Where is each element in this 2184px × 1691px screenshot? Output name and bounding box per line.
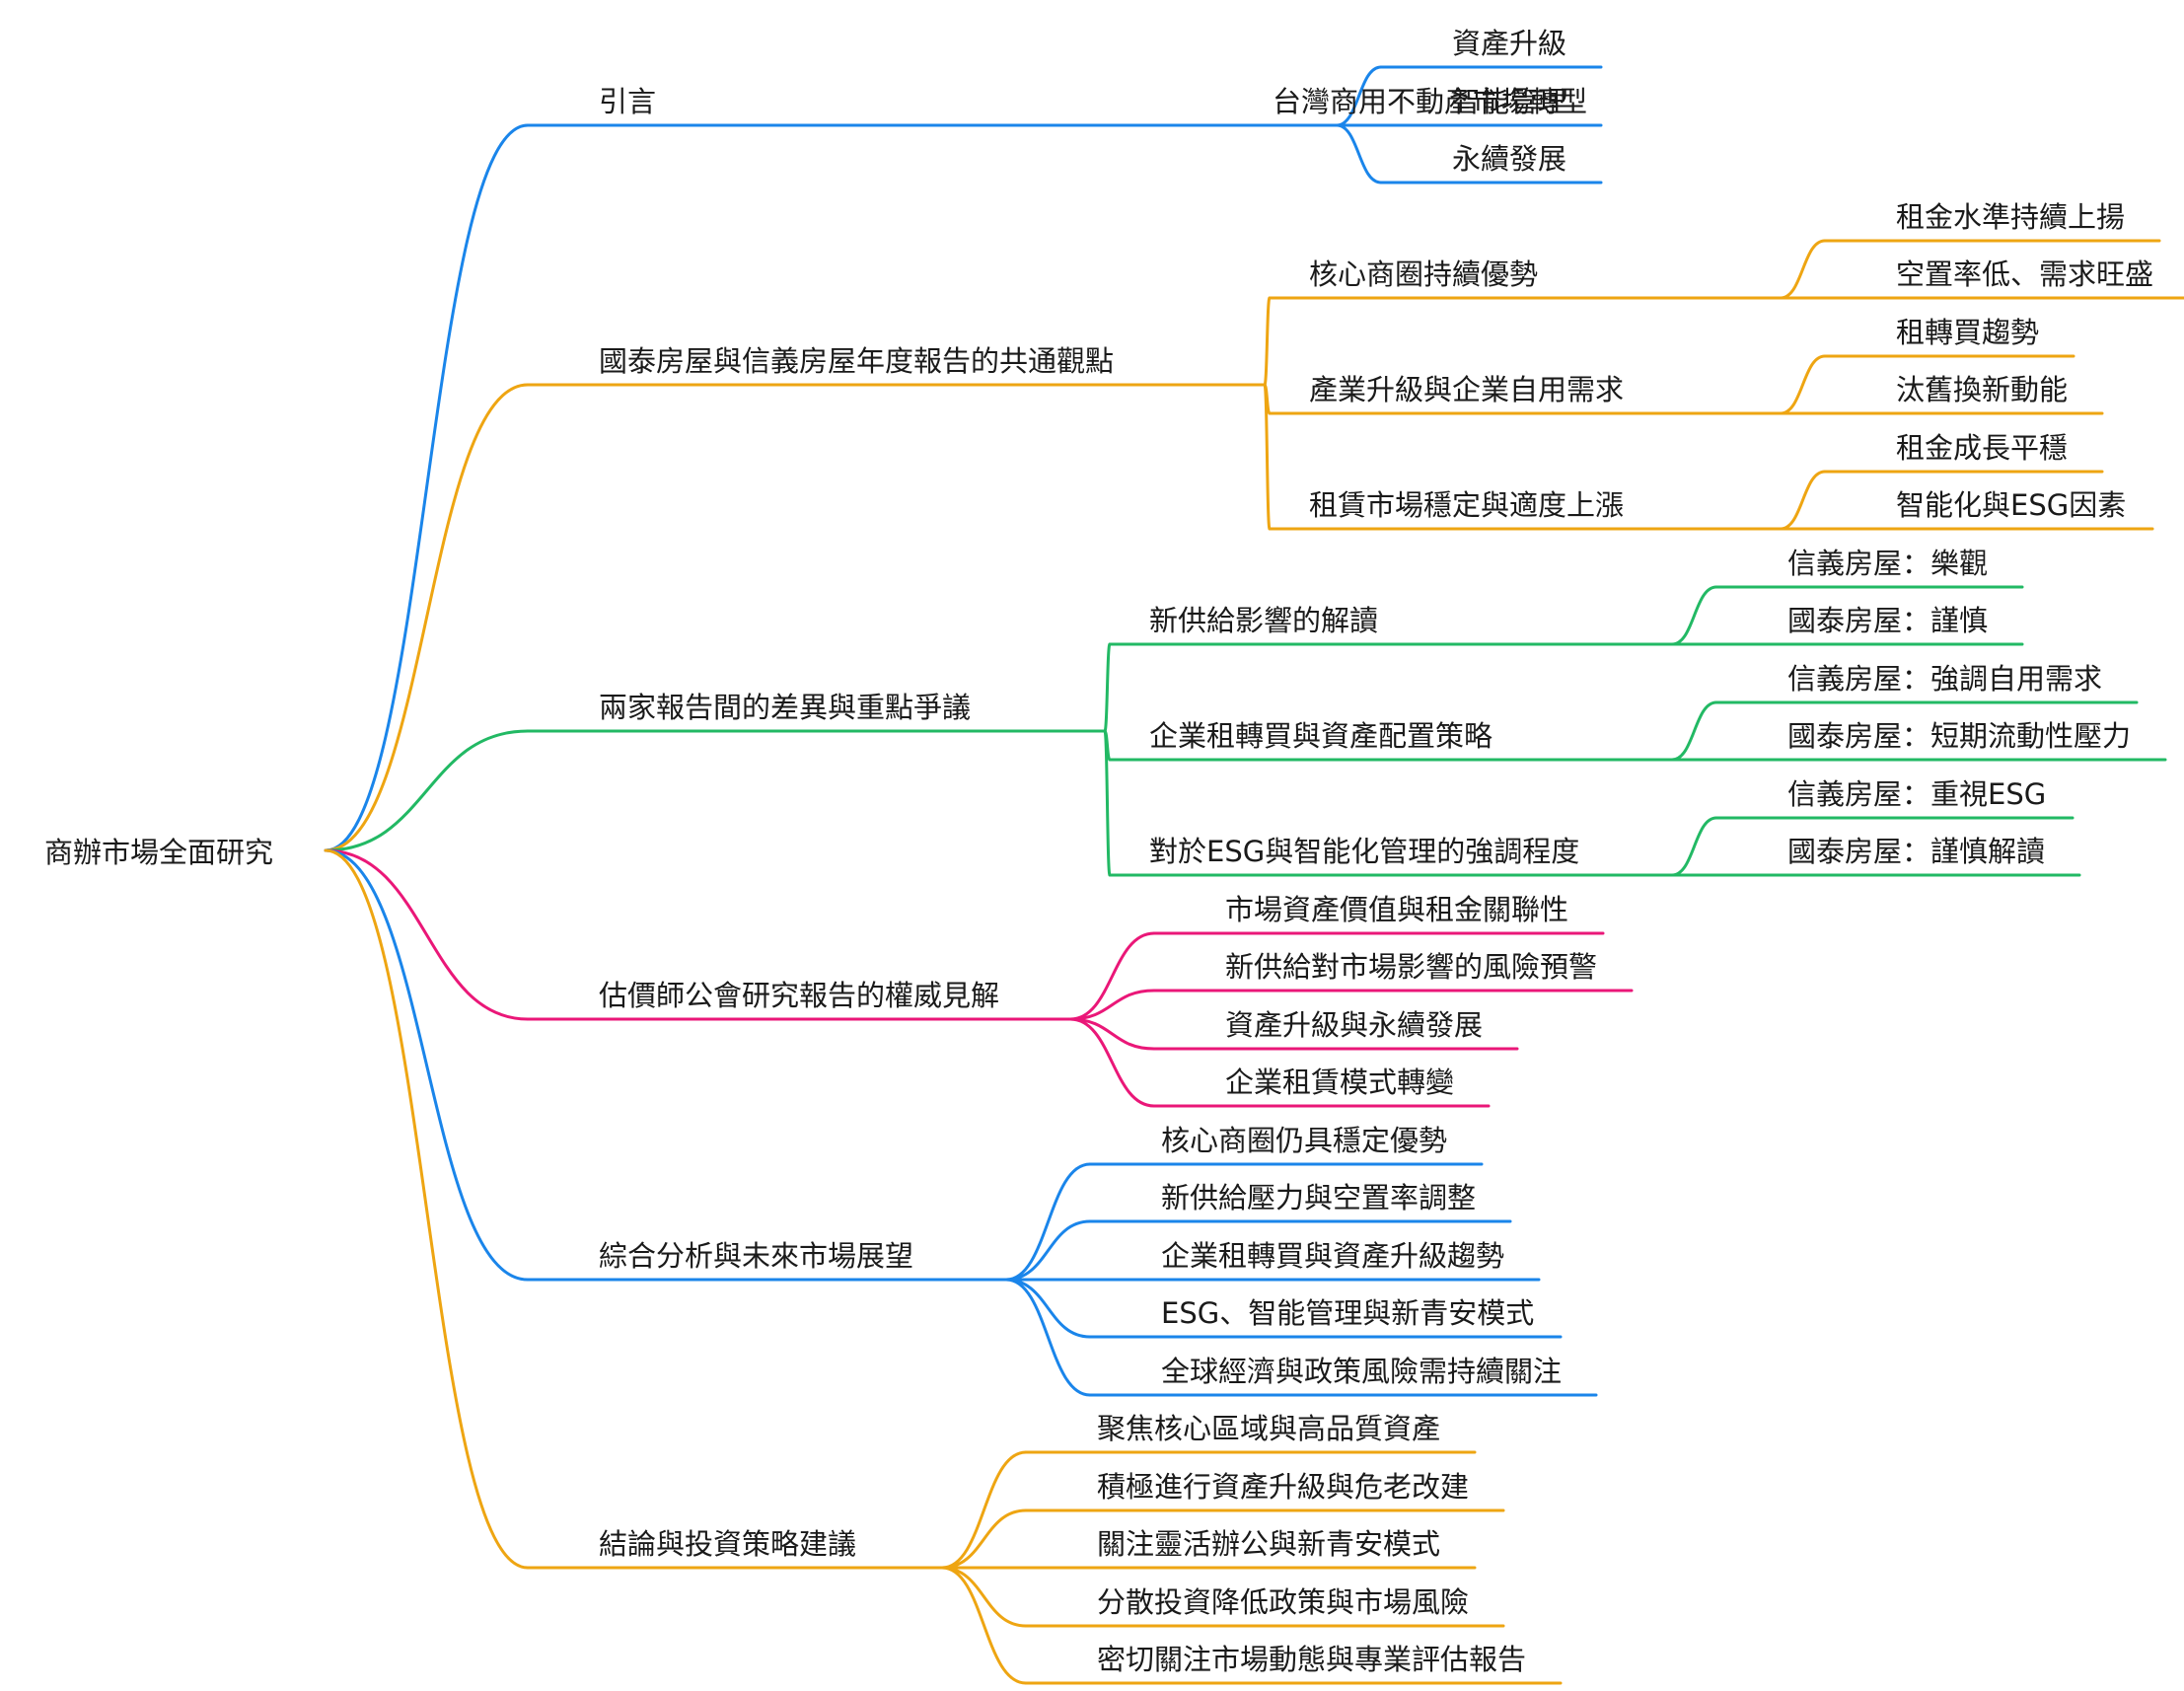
branch-1-label: 國泰房屋與信義房屋年度報告的共通觀點 — [599, 344, 1114, 378]
leaf-2-2-1-label: 國泰房屋：謹慎解讀 — [1787, 835, 2045, 868]
item-3-1-label: 新供給對市場影響的風險預警 — [1225, 950, 1597, 984]
item-5-0-label: 聚焦核心區域與高品質資產 — [1097, 1412, 1440, 1445]
edge-branch-2-to-topic-0 — [1103, 642, 1112, 733]
edge-root-to-branch-0 — [324, 123, 530, 852]
topic-2-1-label: 企業租轉買與資產配置策略 — [1149, 719, 1492, 753]
leaf-2-1-0-label: 信義房屋：強調自用需求 — [1787, 662, 2102, 696]
item-3-0-label: 市場資產價值與租金關聯性 — [1225, 893, 1568, 926]
item-5-4-label: 密切關注市場動態與專業評估報告 — [1097, 1643, 1526, 1676]
edge-branch-5-to-item-4 — [940, 1566, 1028, 1685]
leaf-1-0-0-label: 租金水準持續上揚 — [1896, 200, 2125, 234]
item-5-3-label: 分散投資降低政策與市場風險 — [1097, 1585, 1469, 1619]
leaf-1-2-0-label: 租金成長平穩 — [1896, 431, 2068, 465]
mind-map-edges — [324, 65, 2184, 1685]
edge-branch-4-to-item-4 — [1004, 1278, 1092, 1397]
leaf-0-0-2-label: 永續發展 — [1452, 142, 1566, 176]
edge-branch-1-to-topic-0 — [1263, 296, 1272, 387]
edge-branch-5-to-item-3 — [940, 1566, 1028, 1628]
edge-branch-4-to-item-3 — [1004, 1278, 1092, 1339]
item-4-0-label: 核心商圈仍具穩定優勢 — [1161, 1124, 1447, 1157]
leaf-2-1-1-label: 國泰房屋：短期流動性壓力 — [1787, 719, 2131, 753]
edge-branch-3-to-item-3 — [1068, 1017, 1156, 1108]
topic-1-1-label: 產業升級與企業自用需求 — [1309, 373, 1624, 406]
leaf-2-0-1-label: 國泰房屋：謹慎 — [1787, 604, 1988, 637]
leaf-0-0-0-label: 資產升級 — [1452, 27, 1566, 60]
leaf-2-2-0-label: 信義房屋：重視ESG — [1787, 777, 2046, 811]
leaf-1-1-1-label: 汰舊換新動能 — [1896, 373, 2068, 406]
item-4-2-label: 企業租轉買與資產升級趨勢 — [1161, 1239, 1504, 1273]
topic-1-0-label: 核心商圈持續優勢 — [1309, 257, 1538, 291]
branch-4-label: 綜合分析與未來市場展望 — [599, 1239, 913, 1273]
leaf-1-2-1-label: 智能化與ESG因素 — [1896, 488, 2126, 522]
mind-map-nodes: 商辦市場全面研究 引言 台灣商用不動產市場轉型 資產升級智能管理永續發展國泰房屋與信… — [44, 27, 2153, 1676]
leaf-1-1-0-label: 租轉買趨勢 — [1896, 316, 2039, 349]
edge-branch-4-to-item-1 — [1004, 1219, 1092, 1282]
topic-0-0-label: 台灣商用不動產市場轉型 — [1273, 85, 1587, 118]
topic-2-0-label: 新供給影響的解讀 — [1149, 604, 1378, 637]
item-5-1-label: 積極進行資產升級與危老改建 — [1097, 1470, 1469, 1504]
edge-branch-2-to-topic-2 — [1103, 729, 1112, 877]
edge-branch-3-to-item-1 — [1068, 989, 1156, 1021]
branch-3-label: 估價師公會研究報告的權威見解 — [599, 979, 999, 1012]
topic-1-2-label: 租賃市場穩定與適度上漲 — [1309, 488, 1624, 522]
root-node-label: 商辦市場全面研究 — [44, 836, 273, 869]
edge-root-to-branch-3 — [324, 848, 530, 1021]
item-4-3-label: ESG、智能管理與新青安模式 — [1161, 1296, 1534, 1330]
edge-root-to-branch-4 — [324, 848, 530, 1282]
leaf-0-0-1-label: 智能管理 — [1452, 85, 1566, 118]
branch-0-label: 引言 — [599, 85, 656, 118]
topic-2-2-label: 對於ESG與智能化管理的強調程度 — [1149, 835, 1579, 868]
edge-branch-3-to-item-0 — [1068, 931, 1156, 1021]
edge-branch-5-to-item-0 — [940, 1450, 1028, 1570]
edge-topic-0-0-to-leaf-0 — [1335, 65, 1383, 127]
edge-root-to-branch-5 — [324, 848, 530, 1570]
item-5-2-label: 關注靈活辦公與新青安模式 — [1097, 1527, 1440, 1561]
edge-topic-1-0-to-leaf-0 — [1779, 239, 1827, 300]
branch-2-label: 兩家報告間的差異與重點爭議 — [599, 691, 971, 724]
edge-topic-2-1-to-leaf-0 — [1670, 700, 1718, 762]
edge-branch-1-to-topic-2 — [1263, 383, 1272, 531]
edge-branch-3-to-item-2 — [1068, 1017, 1156, 1051]
branch-5-label: 結論與投資策略建議 — [599, 1527, 856, 1561]
edge-branch-4-to-item-0 — [1004, 1162, 1092, 1282]
edge-root-to-branch-1 — [324, 383, 530, 852]
edge-root-to-branch-2 — [324, 729, 530, 852]
leaf-1-0-1-label: 空置率低、需求旺盛 — [1896, 257, 2153, 291]
item-4-1-label: 新供給壓力與空置率調整 — [1161, 1181, 1476, 1214]
edge-topic-2-0-to-leaf-0 — [1670, 585, 1718, 646]
edge-branch-5-to-item-1 — [940, 1508, 1028, 1570]
edge-topic-2-2-to-leaf-0 — [1670, 816, 1718, 877]
edge-topic-1-2-to-leaf-0 — [1779, 470, 1827, 531]
edge-topic-0-0-to-leaf-2 — [1335, 123, 1383, 184]
edge-topic-1-1-to-leaf-0 — [1779, 354, 1827, 415]
leaf-2-0-0-label: 信義房屋：樂觀 — [1787, 547, 1988, 580]
item-3-2-label: 資產升級與永續發展 — [1225, 1008, 1483, 1042]
item-3-3-label: 企業租賃模式轉變 — [1225, 1066, 1454, 1099]
item-4-4-label: 全球經濟與政策風險需持續關注 — [1161, 1355, 1562, 1388]
